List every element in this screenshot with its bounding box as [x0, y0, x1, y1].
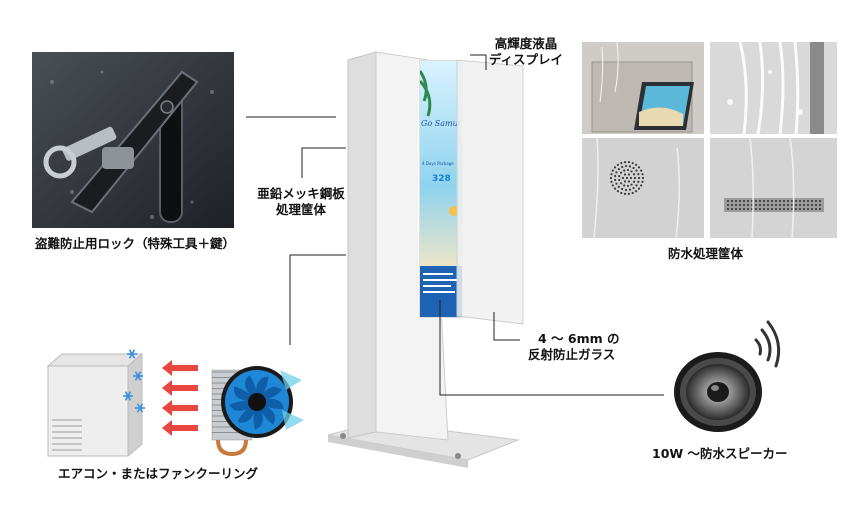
- screen-brand: Go Samui: [421, 119, 461, 128]
- housing-label: 亜鉛メッキ鋼板 処理筐体: [246, 186, 356, 218]
- display-screen: Go Samui 4 Days Package 328: [419, 60, 463, 318]
- glass-label-line2: 反射防止ガラス: [528, 347, 616, 362]
- waterproof-photo-water-flow: [710, 42, 837, 134]
- waterproof-photo-vent: [710, 138, 837, 238]
- display-label-line1: 高輝度液晶: [494, 36, 558, 51]
- cooling-label: エアコン・またはファンクーリング: [58, 466, 259, 481]
- fan-cooler: [162, 350, 306, 456]
- waterproof-photo-speaker-grille: [582, 138, 704, 238]
- glass-label: 4 ～ 6mm の 反射防止ガラス: [528, 331, 620, 363]
- lock-label: 盗難防止用ロック（特殊工具＋鍵）: [35, 236, 236, 251]
- glass-label-line1: 4 ～ 6mm の: [538, 331, 620, 346]
- screen-package: 4 Days Package: [422, 161, 454, 166]
- anti-reflective-glass: [455, 58, 525, 326]
- screen-price: 328: [432, 174, 451, 184]
- display-label: 高輝度液晶 ディスプレイ: [476, 36, 576, 68]
- housing-label-line1: 亜鉛メッキ鋼板: [257, 186, 345, 201]
- waterproof-label: 防水処理筐体: [668, 246, 744, 261]
- speaker-label: 10W ～防水スピーカー: [652, 446, 788, 461]
- speaker-illustration: [664, 316, 794, 436]
- display-label-line2: ディスプレイ: [488, 52, 564, 67]
- air-conditioner-unit: [42, 348, 160, 458]
- lock-photo: [32, 52, 234, 228]
- housing-label-line2: 処理筐体: [275, 202, 326, 217]
- snowflake-icons: [118, 346, 148, 416]
- waterproof-photo-screen-corner: [582, 42, 704, 134]
